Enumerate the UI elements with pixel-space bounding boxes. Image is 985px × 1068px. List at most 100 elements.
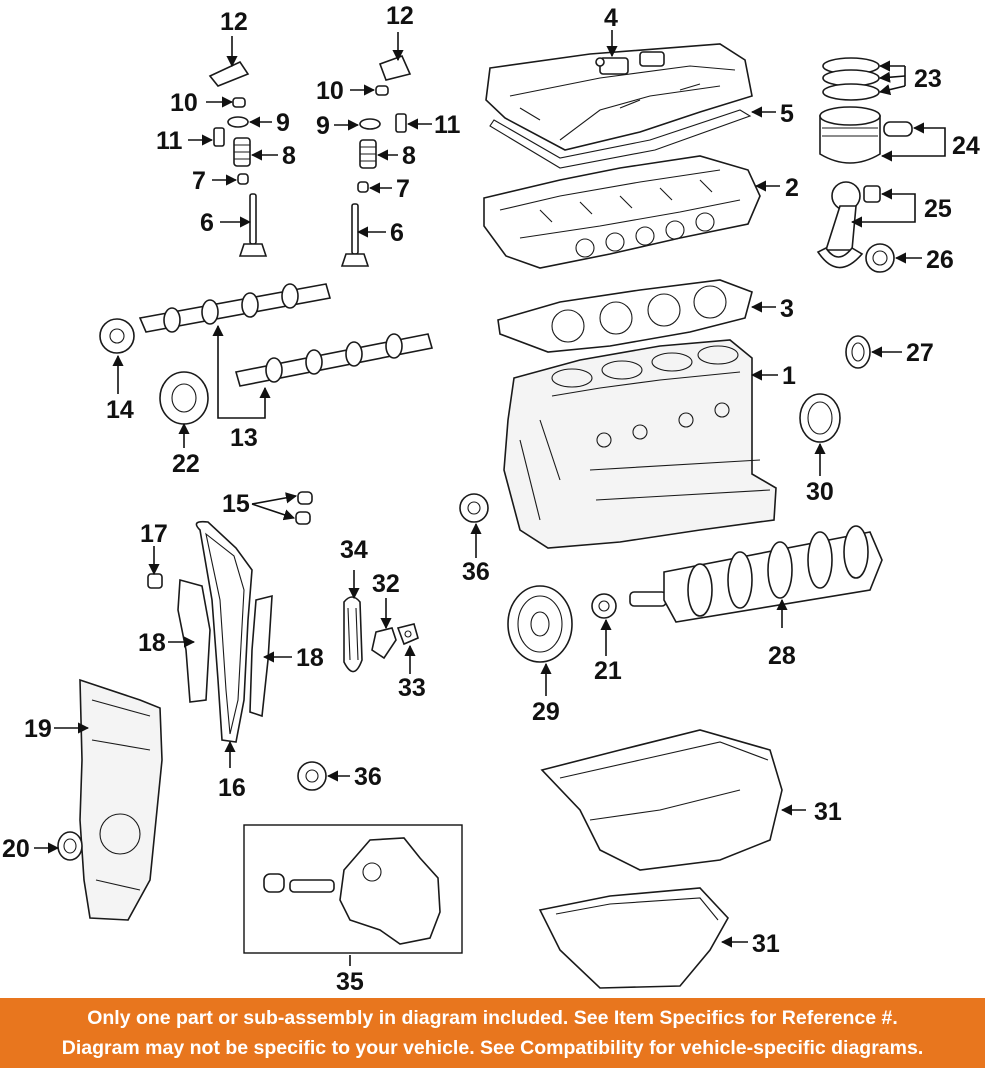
callout-30: 30 xyxy=(806,478,834,506)
callout-20: 20 xyxy=(2,835,30,863)
connecting-rod xyxy=(816,181,881,269)
exhaust-camshaft xyxy=(234,333,434,387)
lash-adjuster-cap-right xyxy=(375,85,389,96)
valve-left xyxy=(238,193,268,257)
callout-15: 15 xyxy=(222,490,250,518)
valve-spring-left xyxy=(233,137,251,167)
disclaimer-banner: Only one part or sub-assembly in diagram… xyxy=(0,998,985,1068)
callout-16: 16 xyxy=(218,774,246,802)
callout-2: 2 xyxy=(785,174,799,202)
spring-retainer-left xyxy=(227,116,249,128)
callout-7b: 7 xyxy=(396,175,410,203)
valve-spring-right xyxy=(359,139,377,169)
chain-tensioner-spring xyxy=(371,627,397,660)
lash-adjuster-right xyxy=(395,113,407,133)
callout-35: 35 xyxy=(336,968,364,996)
callout-12a: 12 xyxy=(220,8,248,36)
leader-lines xyxy=(34,30,946,966)
callout-36a: 36 xyxy=(462,558,490,586)
callout-32: 32 xyxy=(372,570,400,598)
callout-23: 23 xyxy=(914,65,942,93)
water-pump-box xyxy=(243,824,463,954)
disclaimer-line-2: Diagram may not be specific to your vehi… xyxy=(61,1037,924,1059)
callout-3: 3 xyxy=(780,295,794,323)
front-crank-seal xyxy=(57,831,83,861)
lash-adjuster-cap-left xyxy=(232,97,246,108)
idler-sprocket xyxy=(459,493,489,523)
lash-adjuster-left xyxy=(213,127,225,147)
callout-13: 13 xyxy=(230,424,258,452)
chain-tensioner-arm xyxy=(177,578,211,703)
crankshaft-pulley xyxy=(507,585,573,663)
callout-18a: 18 xyxy=(138,629,166,657)
valve-seal-right xyxy=(357,181,369,193)
timing-chain xyxy=(195,520,253,743)
engine-exploded-diagram: 1 2 3 4 5 6 6 7 7 8 8 9 9 10 10 11 11 12… xyxy=(2,2,980,996)
callout-18b: 18 xyxy=(296,644,324,672)
callout-8b: 8 xyxy=(402,142,416,170)
callout-6b: 6 xyxy=(390,219,404,247)
callout-33: 33 xyxy=(398,674,426,702)
chain-guide-pin xyxy=(295,491,313,525)
valve-seal-left xyxy=(237,173,249,185)
rod-bearing xyxy=(865,243,895,273)
cam-sprocket xyxy=(99,318,135,354)
callout-31a: 31 xyxy=(814,798,842,826)
callout-10a: 10 xyxy=(170,89,198,117)
disclaimer-line-1: Only one part or sub-assembly in diagram… xyxy=(87,1007,898,1029)
valve-cover-gasket xyxy=(489,109,752,169)
callout-4: 4 xyxy=(604,4,618,32)
piston xyxy=(819,106,913,164)
callout-29: 29 xyxy=(532,698,560,726)
callout-31b: 31 xyxy=(752,930,780,958)
piston-rings xyxy=(822,57,880,101)
crankshaft xyxy=(629,525,883,623)
head-gasket xyxy=(497,279,753,353)
callout-28: 28 xyxy=(768,642,796,670)
rear-main-seal xyxy=(799,393,841,443)
callout-5: 5 xyxy=(780,100,794,128)
timing-chain-cover xyxy=(79,678,163,921)
callout-10b: 10 xyxy=(316,77,344,105)
chain-guide xyxy=(249,594,273,718)
oil-pump-chain xyxy=(343,596,363,673)
thrust-bushing xyxy=(845,335,871,369)
callout-9b: 9 xyxy=(316,112,330,140)
callout-14: 14 xyxy=(106,396,134,424)
upper-oil-pan xyxy=(540,729,783,871)
water-pump xyxy=(263,837,441,945)
callout-17: 17 xyxy=(140,520,168,548)
oil-pump-sprocket xyxy=(297,761,327,791)
callout-8a: 8 xyxy=(282,142,296,170)
tensioner-gasket xyxy=(396,623,419,646)
cam-timing-actuator xyxy=(159,371,209,425)
rocker-arm-right xyxy=(378,54,412,81)
lower-oil-pan xyxy=(538,887,729,989)
rocker-arm-left xyxy=(208,60,250,87)
callout-1: 1 xyxy=(782,362,796,390)
callout-22: 22 xyxy=(172,450,200,478)
callout-34: 34 xyxy=(340,536,368,564)
callout-26: 26 xyxy=(926,246,954,274)
spring-retainer-right xyxy=(359,118,381,130)
callout-19: 19 xyxy=(24,715,52,743)
valve-right xyxy=(340,203,370,267)
callout-21: 21 xyxy=(594,657,622,685)
callout-6a: 6 xyxy=(200,209,214,237)
intake-camshaft xyxy=(138,283,332,333)
engine-block xyxy=(503,339,777,549)
callout-12b: 12 xyxy=(386,2,414,30)
callout-9a: 9 xyxy=(276,109,290,137)
callout-24: 24 xyxy=(952,132,980,160)
callout-7a: 7 xyxy=(192,167,206,195)
callout-11b: 11 xyxy=(434,111,461,139)
callout-labels: 1 2 3 4 5 6 6 7 7 8 8 9 9 10 10 11 11 12… xyxy=(2,2,980,996)
callout-11a: 11 xyxy=(156,127,183,155)
crankshaft-sprocket xyxy=(591,593,617,619)
callout-27: 27 xyxy=(906,339,934,367)
cylinder-head-cover xyxy=(485,43,753,151)
callout-36b: 36 xyxy=(354,763,382,791)
tensioner-plug xyxy=(147,573,163,589)
cylinder-head xyxy=(483,155,761,269)
callout-25: 25 xyxy=(924,195,952,223)
